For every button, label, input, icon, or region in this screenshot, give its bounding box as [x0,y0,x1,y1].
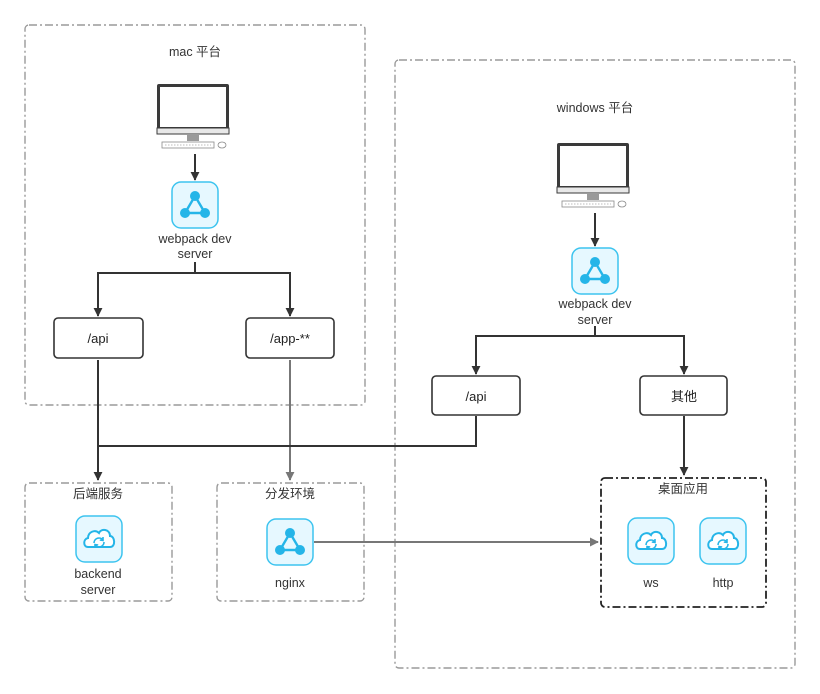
mac-platform-box [24,24,366,406]
edge-win-api-backend [98,416,477,447]
windows-other-label: 其他 [671,389,697,404]
windows-api-node[interactable]: /api [431,375,521,416]
ws-label: ws [642,576,658,590]
edge-mac-webpack-app [195,272,295,317]
mac-webpack-label-line2: server [178,247,213,261]
backend-cloud-icon [75,515,123,563]
http-cloud-icon [699,517,747,565]
mac-app-label: /app-** [270,331,310,346]
connectors [93,154,689,547]
backend-label-line1: backend [74,567,121,581]
ws-cloud-icon [627,517,675,565]
windows-platform-title: windows 平台 [556,100,633,115]
mac-monitor-icon [156,83,230,149]
mac-api-label: /api [88,331,109,346]
mac-webpack-label-line1: webpack dev [158,232,233,246]
windows-other-node[interactable]: 其他 [639,375,728,416]
mac-app-node[interactable]: /app-** [245,317,335,359]
edge-win-webpack-api [471,326,596,375]
nginx-label: nginx [275,576,306,590]
windows-monitor-icon [556,142,630,208]
desktop-app-box [600,477,767,608]
backend-title: 后端服务 [73,486,123,501]
nginx-icon [265,517,315,567]
backend-box [24,482,173,602]
mac-api-node[interactable]: /api [53,317,144,359]
windows-webpack-label-line1: webpack dev [558,297,633,311]
distribution-title: 分发环境 [265,486,315,501]
windows-webpack-label-line2: server [578,313,613,327]
edge-win-webpack-other [595,335,689,375]
windows-webpack-icon [570,246,620,296]
edge-mac-webpack-split [93,262,196,317]
mac-platform-title: mac 平台 [169,44,221,59]
windows-api-label: /api [466,389,487,404]
mac-webpack-icon [170,180,220,230]
http-label: http [713,576,734,590]
desktop-app-title: 桌面应用 [658,481,708,496]
windows-platform-box [394,59,796,669]
backend-label-line2: server [81,583,116,597]
distribution-box [216,482,365,602]
